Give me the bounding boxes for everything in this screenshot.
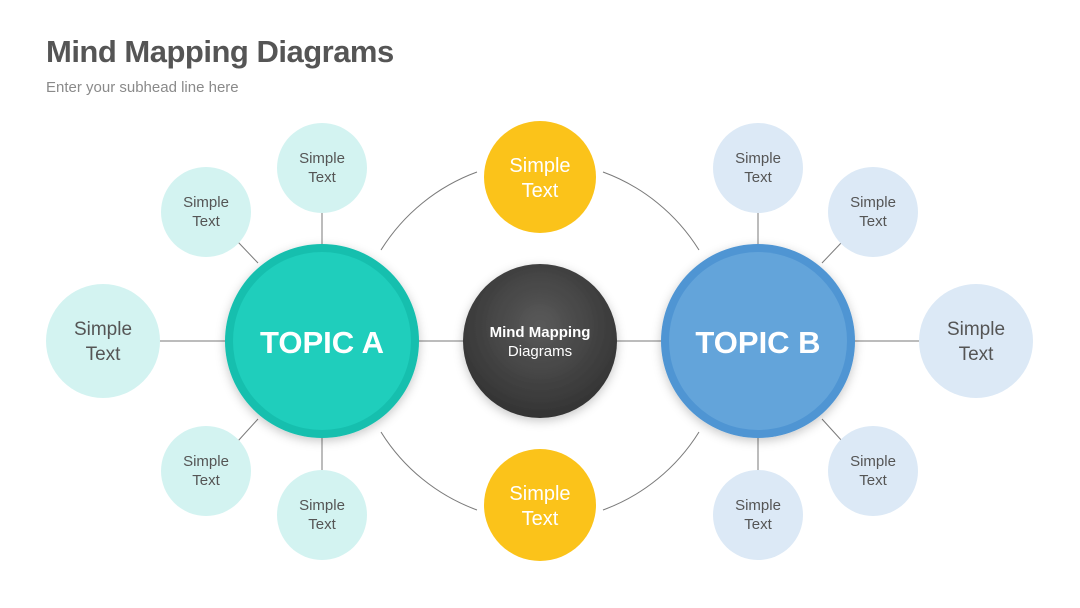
center-label-line2: Diagrams xyxy=(508,343,572,360)
topic-a-node-top: Simple Text xyxy=(277,123,367,213)
page-subtitle: Enter your subhead line here xyxy=(46,79,239,96)
ring-arc-bottom-right xyxy=(602,431,700,511)
topic-b-hub: TOPIC B xyxy=(661,244,855,438)
node-label-line2: Text xyxy=(959,344,995,365)
line-b-downright xyxy=(821,418,843,442)
node-label-line2: Text xyxy=(192,213,220,230)
ring-arc-top-left xyxy=(380,171,478,251)
top-yellow-node: Simple Text xyxy=(484,121,596,233)
page-title: Mind Mapping Diagrams xyxy=(46,34,394,69)
ring-arc-top-right xyxy=(602,171,700,251)
node-label-line1: Simple xyxy=(183,453,229,470)
node-label-line2: Text xyxy=(192,472,220,489)
topic-a-node-lower-left: Simple Text xyxy=(161,426,251,516)
topic-b-label: TOPIC B xyxy=(695,325,820,360)
node-label-line2: Text xyxy=(744,169,772,186)
topic-a-node-upper-left: Simple Text xyxy=(161,167,251,257)
topic-a-node-bottom: Simple Text xyxy=(277,470,367,560)
node-label-line1: Simple xyxy=(74,319,132,340)
line-b-upright xyxy=(821,241,843,264)
line-a-downleft xyxy=(237,418,259,442)
node-label-line1: Simple xyxy=(735,497,781,514)
node-label-line2: Text xyxy=(859,472,887,489)
center-label-line1: Mind Mapping xyxy=(490,324,591,341)
node-label-line1: Simple xyxy=(299,150,345,167)
node-label-line2: Text xyxy=(308,516,336,533)
node-label-line1: Simple xyxy=(850,194,896,211)
node-label-line1: Simple xyxy=(850,453,896,470)
node-label-line1: Simple xyxy=(735,150,781,167)
node-label-line2: Text xyxy=(308,169,336,186)
topic-b-node-upper-right: Simple Text xyxy=(828,167,918,257)
node-label-line1: Simple xyxy=(299,497,345,514)
node-label-line2: Text xyxy=(522,508,559,530)
node-label-line2: Text xyxy=(522,180,559,202)
node-label-line1: Simple xyxy=(947,319,1005,340)
topic-a-label: TOPIC A xyxy=(260,325,384,360)
topic-b-node-lower-right: Simple Text xyxy=(828,426,918,516)
bottom-yellow-node: Simple Text xyxy=(484,449,596,561)
topic-a-node-left: Simple Text xyxy=(46,284,160,398)
topic-b-node-bottom: Simple Text xyxy=(713,470,803,560)
topic-b-node-right: Simple Text xyxy=(919,284,1033,398)
topic-b-node-top: Simple Text xyxy=(713,123,803,213)
connector-lines xyxy=(160,171,919,511)
ring-arc-bottom-left xyxy=(380,431,478,511)
line-a-upleft xyxy=(237,241,259,264)
center-node: Mind Mapping Diagrams xyxy=(463,264,617,418)
topic-a-hub: TOPIC A xyxy=(225,244,419,438)
node-label-line2: Text xyxy=(744,516,772,533)
node-label-line1: Simple xyxy=(509,483,570,505)
node-label-line2: Text xyxy=(859,213,887,230)
node-label-line2: Text xyxy=(86,344,122,365)
node-label-line1: Simple xyxy=(509,155,570,177)
node-label-line1: Simple xyxy=(183,194,229,211)
